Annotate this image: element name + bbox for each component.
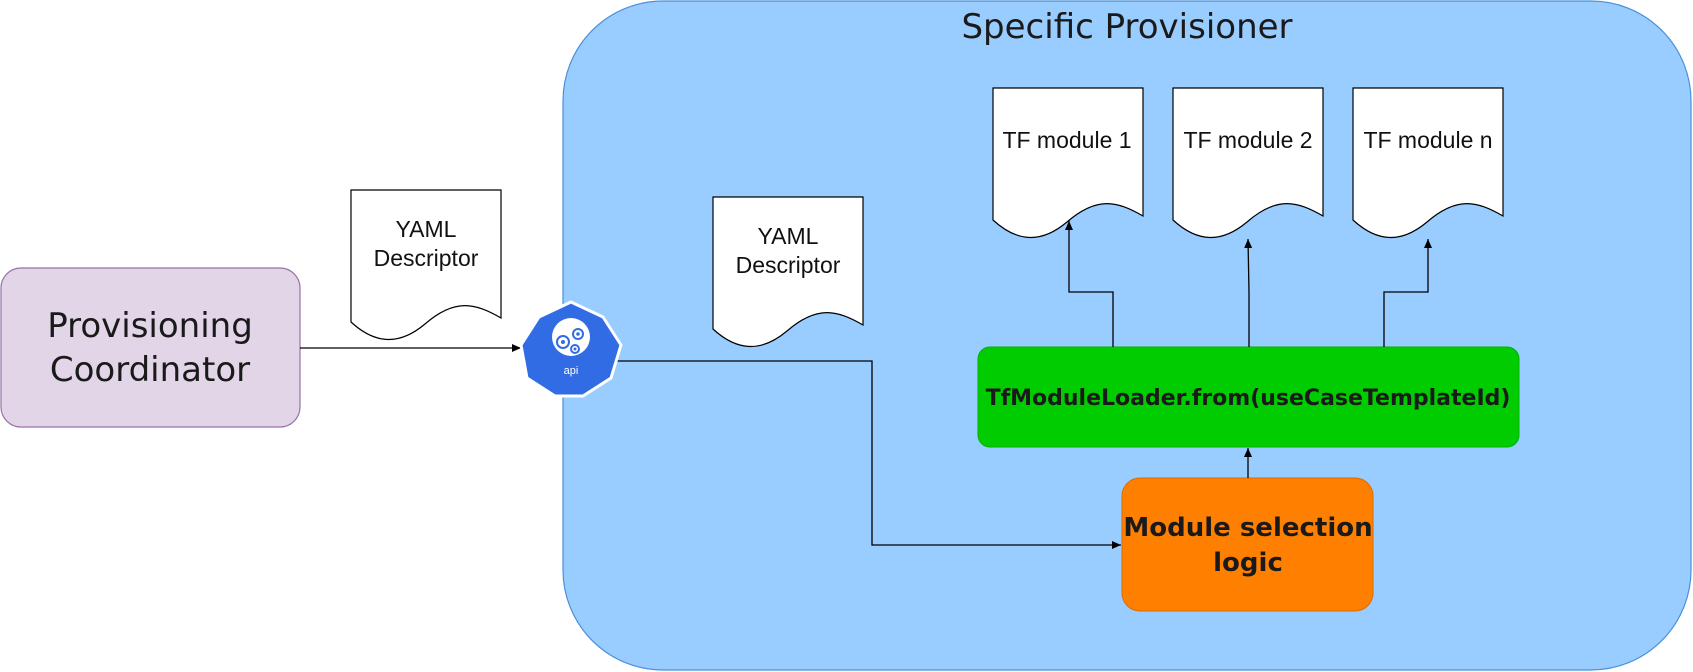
- yaml-inner-label-line1: YAML: [758, 223, 819, 249]
- module-selection-label-line2: logic: [1213, 548, 1283, 578]
- tf-module-2-document: [1172, 87, 1324, 239]
- loader-to-module-n-arrow: [1383, 239, 1432, 347]
- tf-module-1-label: TF module 1: [1002, 127, 1131, 153]
- api-icon-label: api: [564, 365, 579, 377]
- tf-module-n-label: TF module n: [1363, 127, 1492, 153]
- tf-module-loader-label: TfModuleLoader.from(useCaseTemplateId): [986, 386, 1511, 411]
- yaml-descriptor-outer-document: [350, 189, 502, 341]
- yaml-outer-label-line2: Descriptor: [374, 245, 479, 271]
- module-selection-logic-box: [1121, 477, 1374, 612]
- kubernetes-api-icon: api: [519, 300, 623, 398]
- yaml-outer-label-line1: YAML: [396, 216, 457, 242]
- yaml-inner-label-line2: Descriptor: [736, 252, 841, 278]
- yaml-descriptor-inner-document: [712, 196, 864, 348]
- provisioning-coordinator-box: [0, 267, 301, 428]
- coordinator-label-line2: Coordinator: [50, 350, 250, 390]
- module-selection-label-line1: Module selection: [1123, 513, 1372, 543]
- specific-provisioner-title: Specific Provisioner: [961, 7, 1292, 47]
- tf-module-2-label: TF module 2: [1183, 127, 1312, 153]
- api-to-selection-arrow: [617, 360, 1121, 549]
- loader-to-module-1-arrow: [1065, 221, 1114, 347]
- coordinator-label-line1: Provisioning: [47, 306, 253, 346]
- loader-to-module-2-arrow: [1244, 238, 1253, 347]
- tf-module-n-document: [1352, 87, 1504, 239]
